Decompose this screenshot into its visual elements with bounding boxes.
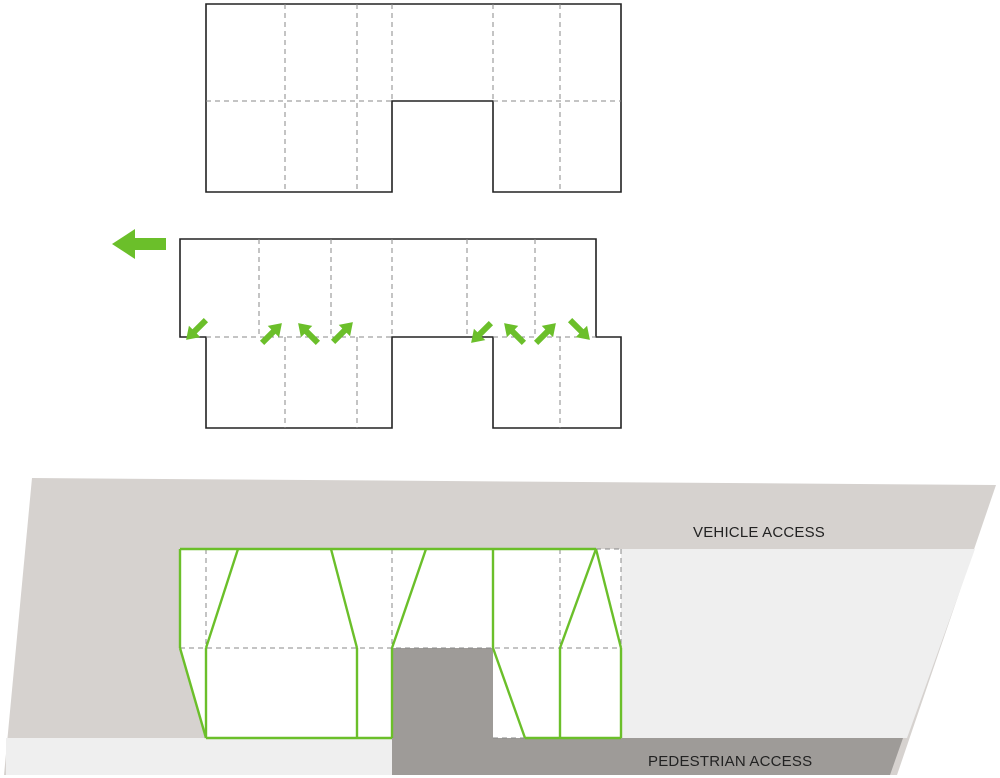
diagonal-arrow-icon [471, 320, 494, 343]
shift-left-arrow-icon [112, 229, 166, 259]
site-grid-lines [180, 548, 622, 739]
building-footprint [180, 549, 621, 738]
pedestrian-strip-light [6, 738, 392, 775]
site-inner-light-zone [621, 549, 975, 738]
pedestrian-zone [392, 648, 903, 775]
pedestrian-access-label: PEDESTRIAN ACCESS [648, 753, 812, 770]
diagonal-arrow-icon [533, 323, 556, 346]
step-1-initial-massing [205, 3, 622, 193]
diagonal-arrows [186, 317, 590, 346]
step-3-site-plan: VEHICLE ACCESS PEDESTRIAN ACCESS [4, 478, 996, 775]
diagonal-arrow-icon [330, 322, 353, 345]
step-1-grid-lines [206, 4, 621, 192]
diagonal-arrow-icon [567, 317, 590, 340]
diagonal-arrow-icon [298, 323, 321, 346]
vehicle-access-label: VEHICLE ACCESS [693, 524, 825, 541]
step-1-outline [205, 3, 622, 193]
green-massing-outline [178, 547, 623, 740]
diagonal-arrow-icon [504, 323, 527, 346]
diagonal-arrow-icon [259, 323, 282, 346]
diagonal-arrow-icon [186, 317, 209, 340]
step-2-shifted-massing [112, 229, 622, 429]
step-2-upper-outline [179, 238, 622, 429]
